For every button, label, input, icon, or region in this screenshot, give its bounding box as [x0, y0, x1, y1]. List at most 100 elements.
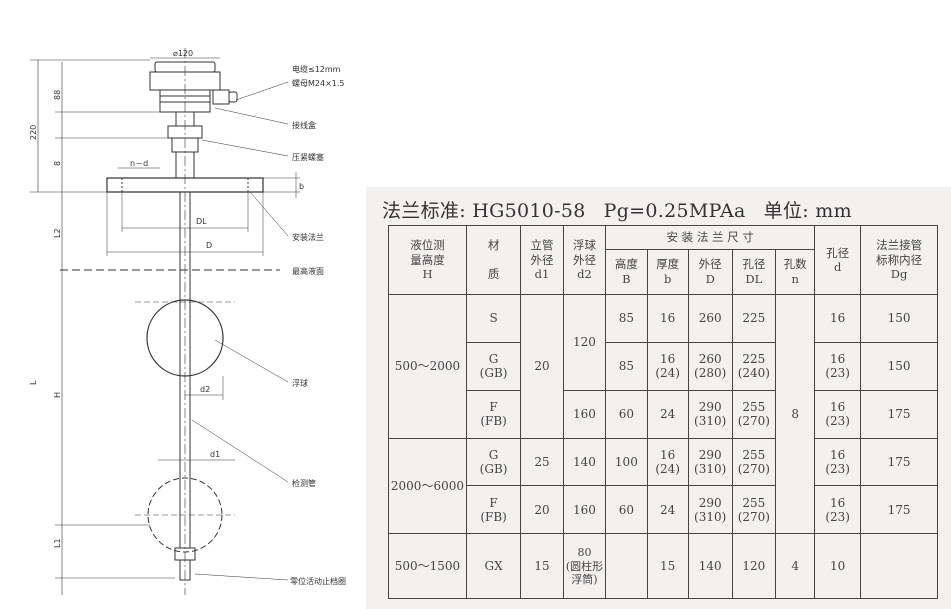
- cell-Dg: 175: [860, 389, 938, 439]
- cell-d1: 25: [520, 437, 564, 487]
- label-float: 浮球: [292, 378, 308, 388]
- label-junction-box: 接线盒: [292, 120, 316, 130]
- cell-B: 100: [605, 437, 648, 487]
- cell-b: 24: [646, 389, 689, 439]
- cell-DL: 255 (270): [731, 485, 777, 535]
- cell-B: 60: [605, 485, 648, 535]
- dim-H: H: [53, 392, 62, 398]
- cell-DL: 225: [731, 293, 777, 343]
- cell-Dg: 150: [860, 341, 938, 391]
- label-nut: 压紧螺塞: [292, 152, 324, 162]
- mounting-flange: [106, 177, 264, 193]
- cell-D: 260 (280): [687, 341, 733, 391]
- dim-d2: d2: [200, 385, 210, 394]
- header-material: 材 质: [465, 225, 522, 295]
- zero-stopper-ring: [174, 547, 196, 581]
- dim-88: 88: [53, 90, 62, 100]
- cell-d: 16: [814, 293, 862, 343]
- label-flange: 安装法兰: [292, 232, 324, 242]
- cell-b: 15: [646, 533, 689, 599]
- dim-cable: 电缆≤12mm: [292, 64, 341, 74]
- cell-material: F (FB): [465, 485, 522, 535]
- cell-d2: 80 (圆柱形 浮筒): [562, 533, 607, 599]
- cell-d1: 15: [520, 533, 564, 599]
- label-max-level: 最高液面: [292, 266, 324, 276]
- cell-n: 8: [775, 293, 816, 535]
- cell-B: 85: [605, 293, 648, 343]
- dim-nd: n－d: [130, 159, 148, 168]
- cell-n: 4: [775, 533, 816, 599]
- cell-d: 16 (23): [814, 389, 862, 439]
- cell-material: G (GB): [465, 341, 522, 391]
- dim-head-dia: ⌀120: [173, 49, 193, 58]
- table-row: 2000～6000 G (GB) 25 140 100 16 (24) 290 …: [388, 437, 938, 535]
- cell-material: GX: [465, 533, 522, 599]
- dim-L: L: [29, 380, 38, 385]
- cell-material: F (FB): [465, 389, 522, 439]
- dim-d1: d1: [210, 450, 220, 459]
- cell-DL: 225 (240): [731, 341, 777, 391]
- cell-D: 140: [687, 533, 733, 599]
- cell-d2: 140: [562, 437, 607, 487]
- spec-unit: 单位: mm: [763, 200, 852, 222]
- dim-l1: L1: [53, 538, 62, 548]
- dim-l2: L2: [53, 228, 62, 238]
- header-d: 孔径 d: [814, 225, 862, 295]
- header-D: 外径 D: [687, 248, 733, 295]
- dim-b: b: [299, 182, 304, 191]
- float-level-gauge-drawing: ⌀120 电缆≤12mm 螺母M24×1.5 88 220 8 n－d b L2…: [29, 48, 346, 595]
- detection-tube: [179, 192, 191, 548]
- table-header-row: 液位测 量高度 H 材 质 立管 外径 d1 浮球 外径 d2 安 装 法 兰 …: [388, 225, 938, 295]
- cell-D: 290 (310): [687, 389, 733, 439]
- table-row: 500～2000 S 20 120 85 16 260 225 8 16 150: [388, 293, 938, 535]
- cell-d2: 160: [562, 389, 607, 439]
- label-stopper: 零位活动止档圈: [290, 576, 346, 586]
- cell-Dg: 175: [860, 485, 938, 535]
- cell-B: 85: [605, 341, 648, 391]
- dim-220: 220: [29, 125, 38, 140]
- cell-b: 16 (24): [646, 437, 689, 487]
- cell-d2: 120: [562, 293, 607, 391]
- cell-d: 16 (23): [814, 437, 862, 487]
- cell-h: 500～1500: [388, 533, 467, 599]
- header-d2: 浮球 外径 d2: [562, 225, 607, 295]
- cell-Dg: 150: [860, 293, 938, 343]
- dim-8: 8: [53, 161, 62, 166]
- header-DL: 孔径 DL: [731, 248, 777, 295]
- cell-d1: 20: [520, 485, 564, 535]
- cell-B: [605, 533, 648, 599]
- cell-h: 2000～6000: [388, 437, 467, 535]
- cell-h: 500～2000: [388, 293, 467, 439]
- cell-material: S: [465, 293, 522, 343]
- cell-Dg: 175: [860, 437, 938, 487]
- table-row: 500～1500 GX 15 80 (圆柱形 浮筒) 15 140 120 4 …: [388, 533, 938, 599]
- dim-thread: 螺母M24×1.5: [292, 78, 345, 88]
- header-b: 厚度 b: [646, 248, 689, 295]
- spec-standard: 法兰标准: HG5010-58: [382, 200, 586, 222]
- cell-b: 24: [646, 485, 689, 535]
- cell-d: 10: [814, 533, 862, 599]
- spec-title: 法兰标准: HG5010-58 Pg=0.25MPAa 单位: mm: [382, 196, 870, 223]
- header-n: 孔数 n: [775, 248, 816, 295]
- cell-d2: 160: [562, 485, 607, 535]
- header-d1: 立管 外径 d1: [520, 225, 564, 295]
- cell-B: 60: [605, 389, 648, 439]
- cell-D: 290 (310): [687, 485, 733, 535]
- cell-Dg: [860, 533, 938, 599]
- spec-pressure: Pg=0.25MPAa: [603, 200, 746, 222]
- cell-d: 16 (23): [814, 341, 862, 391]
- dim-d: D: [206, 241, 212, 250]
- cell-d: 16 (23): [814, 485, 862, 535]
- header-B: 高度 B: [605, 248, 648, 295]
- junction-box: [149, 61, 238, 113]
- table-row: F (FB) 160 60 24 290 (310) 255 (270) 16 …: [389, 389, 938, 439]
- dim-dl: DL: [196, 217, 207, 226]
- header-flange-group: 安 装 法 兰 尺 寸: [605, 225, 816, 250]
- cell-d1: 20: [520, 293, 564, 439]
- table-row: G (GB) 85 16 (24) 260 (280) 225 (240) 16…: [389, 341, 938, 391]
- cell-D: 260: [687, 293, 733, 343]
- cell-DL: 255 (270): [731, 437, 777, 487]
- spec-table: 液位测 量高度 H 材 质 立管 外径 d1 浮球 外径 d2 安 装 法 兰 …: [388, 225, 938, 599]
- cell-b: 16 (24): [646, 341, 689, 391]
- cell-DL: 255 (270): [731, 389, 777, 439]
